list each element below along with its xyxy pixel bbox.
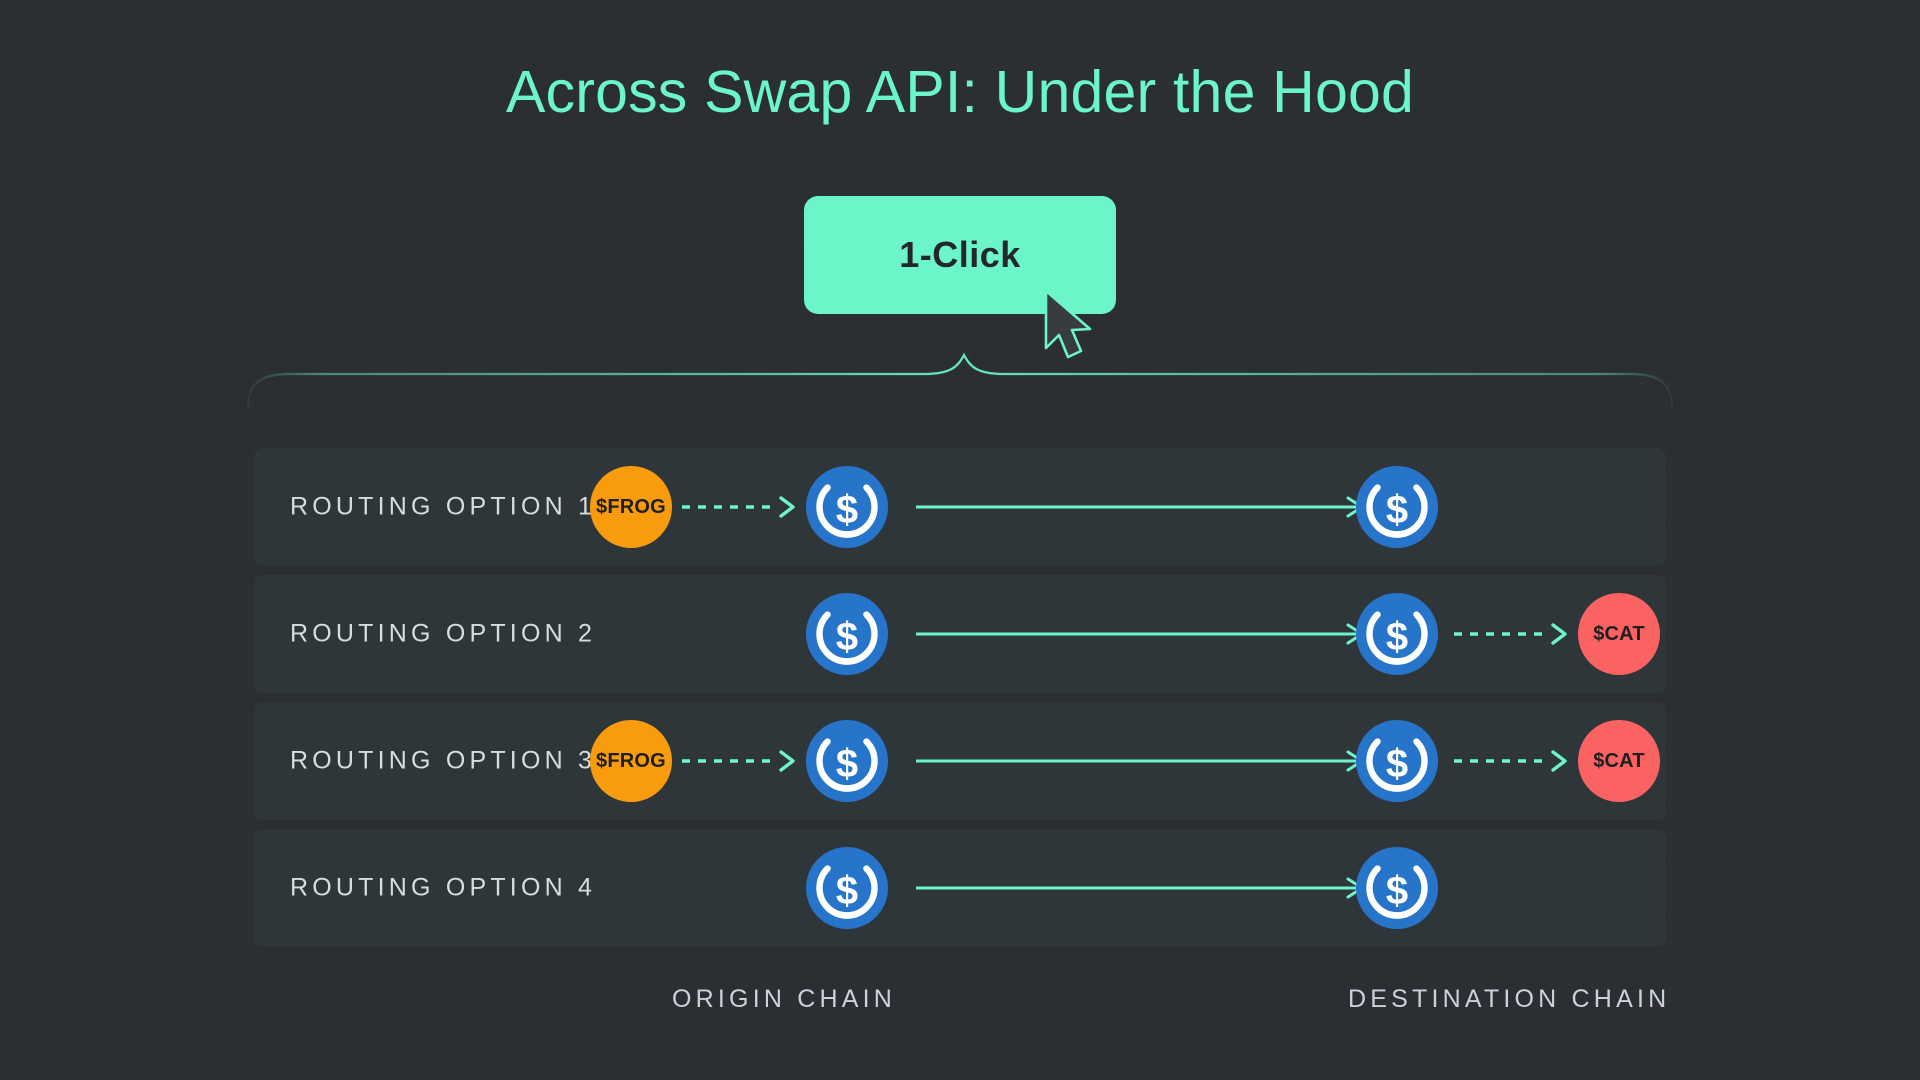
dashed-arrow-right (1454, 749, 1570, 773)
svg-text:$: $ (836, 615, 858, 659)
svg-text:$: $ (1386, 615, 1408, 659)
usdc-coin-icon: $ (806, 847, 888, 929)
page-title: Across Swap API: Under the Hood (505, 59, 1415, 125)
usdc-coin-icon: $ (806, 720, 888, 802)
dashed-arrow-right (682, 495, 798, 519)
solid-arrow-right (916, 495, 1368, 519)
svg-text:$: $ (836, 488, 858, 532)
destination-chain-label: DESTINATION CHAIN (1348, 985, 1671, 1013)
cat-token-icon: $CAT (1578, 593, 1660, 675)
routing-option-row[interactable]: ROUTING OPTION 4 $ (254, 829, 1666, 947)
svg-text:$: $ (1386, 742, 1408, 786)
cat-token-icon: $CAT (1578, 720, 1660, 802)
usdc-coin-icon: $ (1356, 466, 1438, 548)
origin-chain-label: ORIGIN CHAIN (672, 985, 897, 1013)
svg-text:$: $ (836, 869, 858, 913)
frog-token-icon: $FROG (590, 720, 672, 802)
usdc-coin-icon: $ (806, 466, 888, 548)
mouse-pointer-icon (1040, 288, 1102, 364)
routing-option-label: ROUTING OPTION 4 (290, 873, 597, 902)
routing-options-list: ROUTING OPTION 1 $FROG $ (254, 448, 1666, 956)
routing-option-label: ROUTING OPTION 1 (290, 492, 597, 521)
routing-option-row[interactable]: ROUTING OPTION 2 $ (254, 575, 1666, 693)
svg-text:$: $ (836, 742, 858, 786)
solid-arrow-right (916, 749, 1368, 773)
usdc-coin-icon: $ (1356, 593, 1438, 675)
routing-option-row[interactable]: ROUTING OPTION 3 $FROG $ (254, 702, 1666, 820)
one-click-button[interactable]: 1-Click (804, 196, 1116, 314)
svg-text:$: $ (1386, 488, 1408, 532)
dashed-arrow-right (682, 749, 798, 773)
frog-token-icon: $FROG (590, 466, 672, 548)
dashed-arrow-right (1454, 622, 1570, 646)
routing-option-row[interactable]: ROUTING OPTION 1 $FROG $ (254, 448, 1666, 566)
solid-arrow-right (916, 876, 1368, 900)
one-click-button-label: 1-Click (899, 234, 1021, 275)
usdc-coin-icon: $ (806, 593, 888, 675)
routing-option-label: ROUTING OPTION 2 (290, 619, 597, 648)
svg-text:$: $ (1386, 869, 1408, 913)
routing-option-label: ROUTING OPTION 3 (290, 746, 597, 775)
solid-arrow-right (916, 622, 1368, 646)
usdc-coin-icon: $ (1356, 720, 1438, 802)
curly-brace-icon (246, 352, 1674, 412)
usdc-coin-icon: $ (1356, 847, 1438, 929)
